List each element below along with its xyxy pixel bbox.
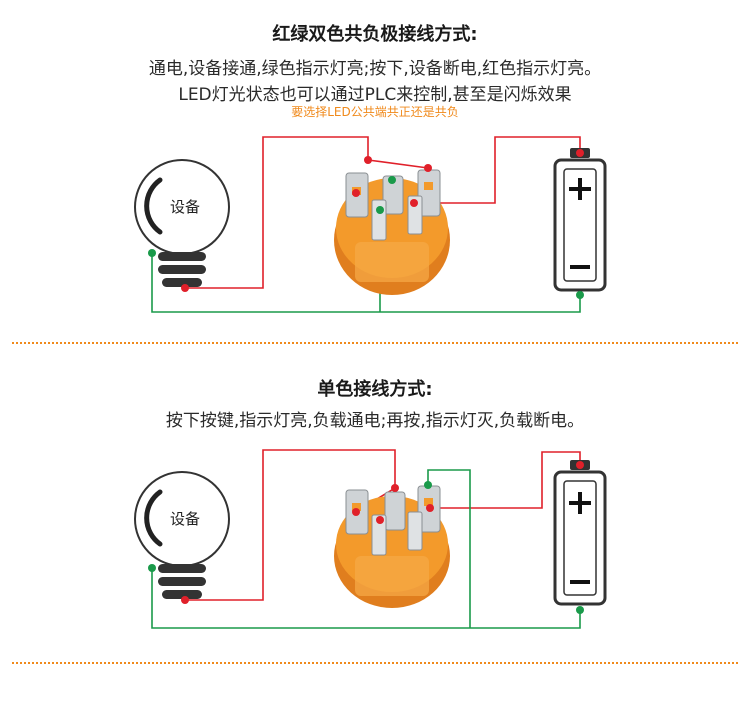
section1-description-line2: LED灯光状态也可以通过PLC来控制,甚至是闪烁效果 — [178, 85, 572, 105]
bicolor-wiring-diagram: 设备 — [134, 136, 607, 313]
bulb-label: 设备 — [170, 510, 200, 528]
battery-icon — [553, 148, 607, 299]
section2-description-line1: 按下按键,指示灯亮,负载通电;再按,指示灯灭,负载断电。 — [165, 411, 585, 431]
pushbutton-switch-icon — [334, 481, 450, 608]
green-wire-bulb-to-battery — [151, 568, 581, 629]
section1-description-line1: 通电,设备接通,绿色指示灯亮;按下,设备断电,红色指示灯亮。 — [148, 59, 602, 79]
green-wire-switch-to-bottom — [427, 469, 471, 628]
single-color-wiring-diagram: 设备 — [134, 449, 607, 629]
bulb-device-icon — [134, 159, 230, 292]
red-wire-switch-to-battery — [414, 136, 581, 204]
section-divider-2 — [12, 662, 738, 664]
section-divider-1 — [12, 342, 738, 344]
green-wire-bulb-to-battery — [151, 253, 581, 313]
bulb-device-icon — [134, 471, 230, 604]
section1-title: 红绿双色共负极接线方式: — [272, 24, 478, 45]
pushbutton-switch-icon — [334, 156, 450, 295]
red-wire-switch-internal — [367, 159, 429, 169]
bulb-label: 设备 — [170, 198, 200, 216]
red-wire-bulb-to-switch — [185, 136, 369, 289]
section1-note: 要选择LED公共端共正还是共负 — [291, 105, 459, 119]
red-wire-bulb-to-switch — [185, 449, 396, 601]
red-wire-switch-to-battery — [430, 451, 581, 509]
section2-title: 单色接线方式: — [317, 379, 433, 400]
battery-icon — [553, 460, 607, 614]
